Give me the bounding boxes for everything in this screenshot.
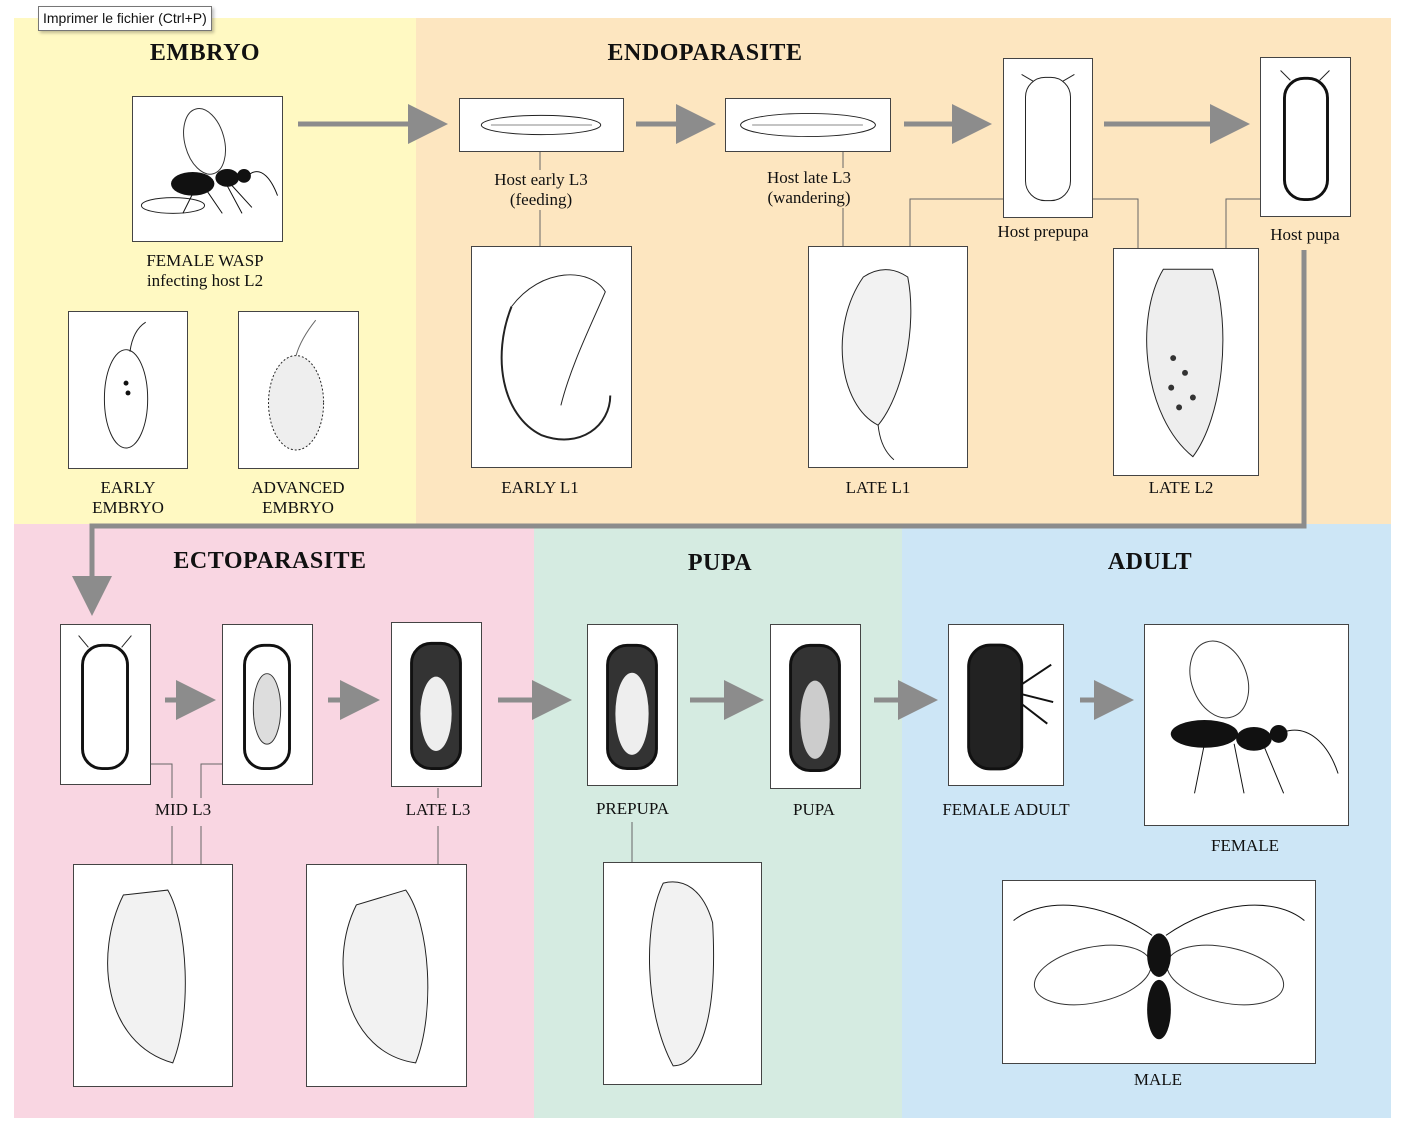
label-pupa: PUPA <box>760 800 868 820</box>
early-embryo-image <box>68 311 188 469</box>
prepupa-puparium-image <box>587 624 678 786</box>
label-female-wasp: FEMALE WASP infecting host L2 <box>120 251 290 291</box>
prepupa-larva-image <box>603 862 762 1085</box>
label-host-late-l3: Host late L3 (wandering) <box>734 168 884 208</box>
mid-l3-puparium-2-image <box>222 624 313 785</box>
label-male: MALE <box>1110 1070 1206 1090</box>
mid-l3-puparium-1-image <box>60 624 151 785</box>
print-tooltip: Imprimer le fichier (Ctrl+P) <box>38 6 212 31</box>
label-mid-l3: MID L3 <box>128 800 238 820</box>
label-host-prepupa: Host prepupa <box>980 222 1106 242</box>
male-image <box>1002 880 1316 1064</box>
label-late-l2: LATE L2 <box>1124 478 1238 498</box>
late-l3-larva-image <box>306 864 467 1087</box>
pupa-puparium-image <box>770 624 861 789</box>
label-prepupa: PREPUPA <box>575 799 690 819</box>
label-female-adult: FEMALE ADULT <box>924 800 1088 820</box>
label-advanced-embryo: ADVANCED EMBRYO <box>232 478 364 518</box>
late-l1-image <box>808 246 968 468</box>
label-late-l3: LATE L3 <box>380 800 496 820</box>
mid-l3-larva-image <box>73 864 233 1087</box>
host-prepupa-image <box>1003 58 1093 218</box>
advanced-embryo-image <box>238 311 359 469</box>
early-l1-image <box>471 246 632 468</box>
female-adult-puparium-image <box>948 624 1064 786</box>
host-late-l3-image <box>725 98 891 152</box>
label-host-pupa: Host pupa <box>1250 225 1360 245</box>
female-wasp-image <box>132 96 283 242</box>
label-late-l1: LATE L1 <box>818 478 938 498</box>
label-early-embryo: EARLY EMBRYO <box>72 478 184 518</box>
late-l3-puparium-image <box>391 622 482 787</box>
female-image <box>1144 624 1349 826</box>
late-l2-image <box>1113 248 1259 476</box>
host-pupa-image <box>1260 57 1351 217</box>
label-early-l1: EARLY L1 <box>480 478 600 498</box>
label-host-early-l3: Host early L3 (feeding) <box>466 170 616 210</box>
label-female: FEMALE <box>1190 836 1300 856</box>
host-early-l3-image <box>459 98 624 152</box>
